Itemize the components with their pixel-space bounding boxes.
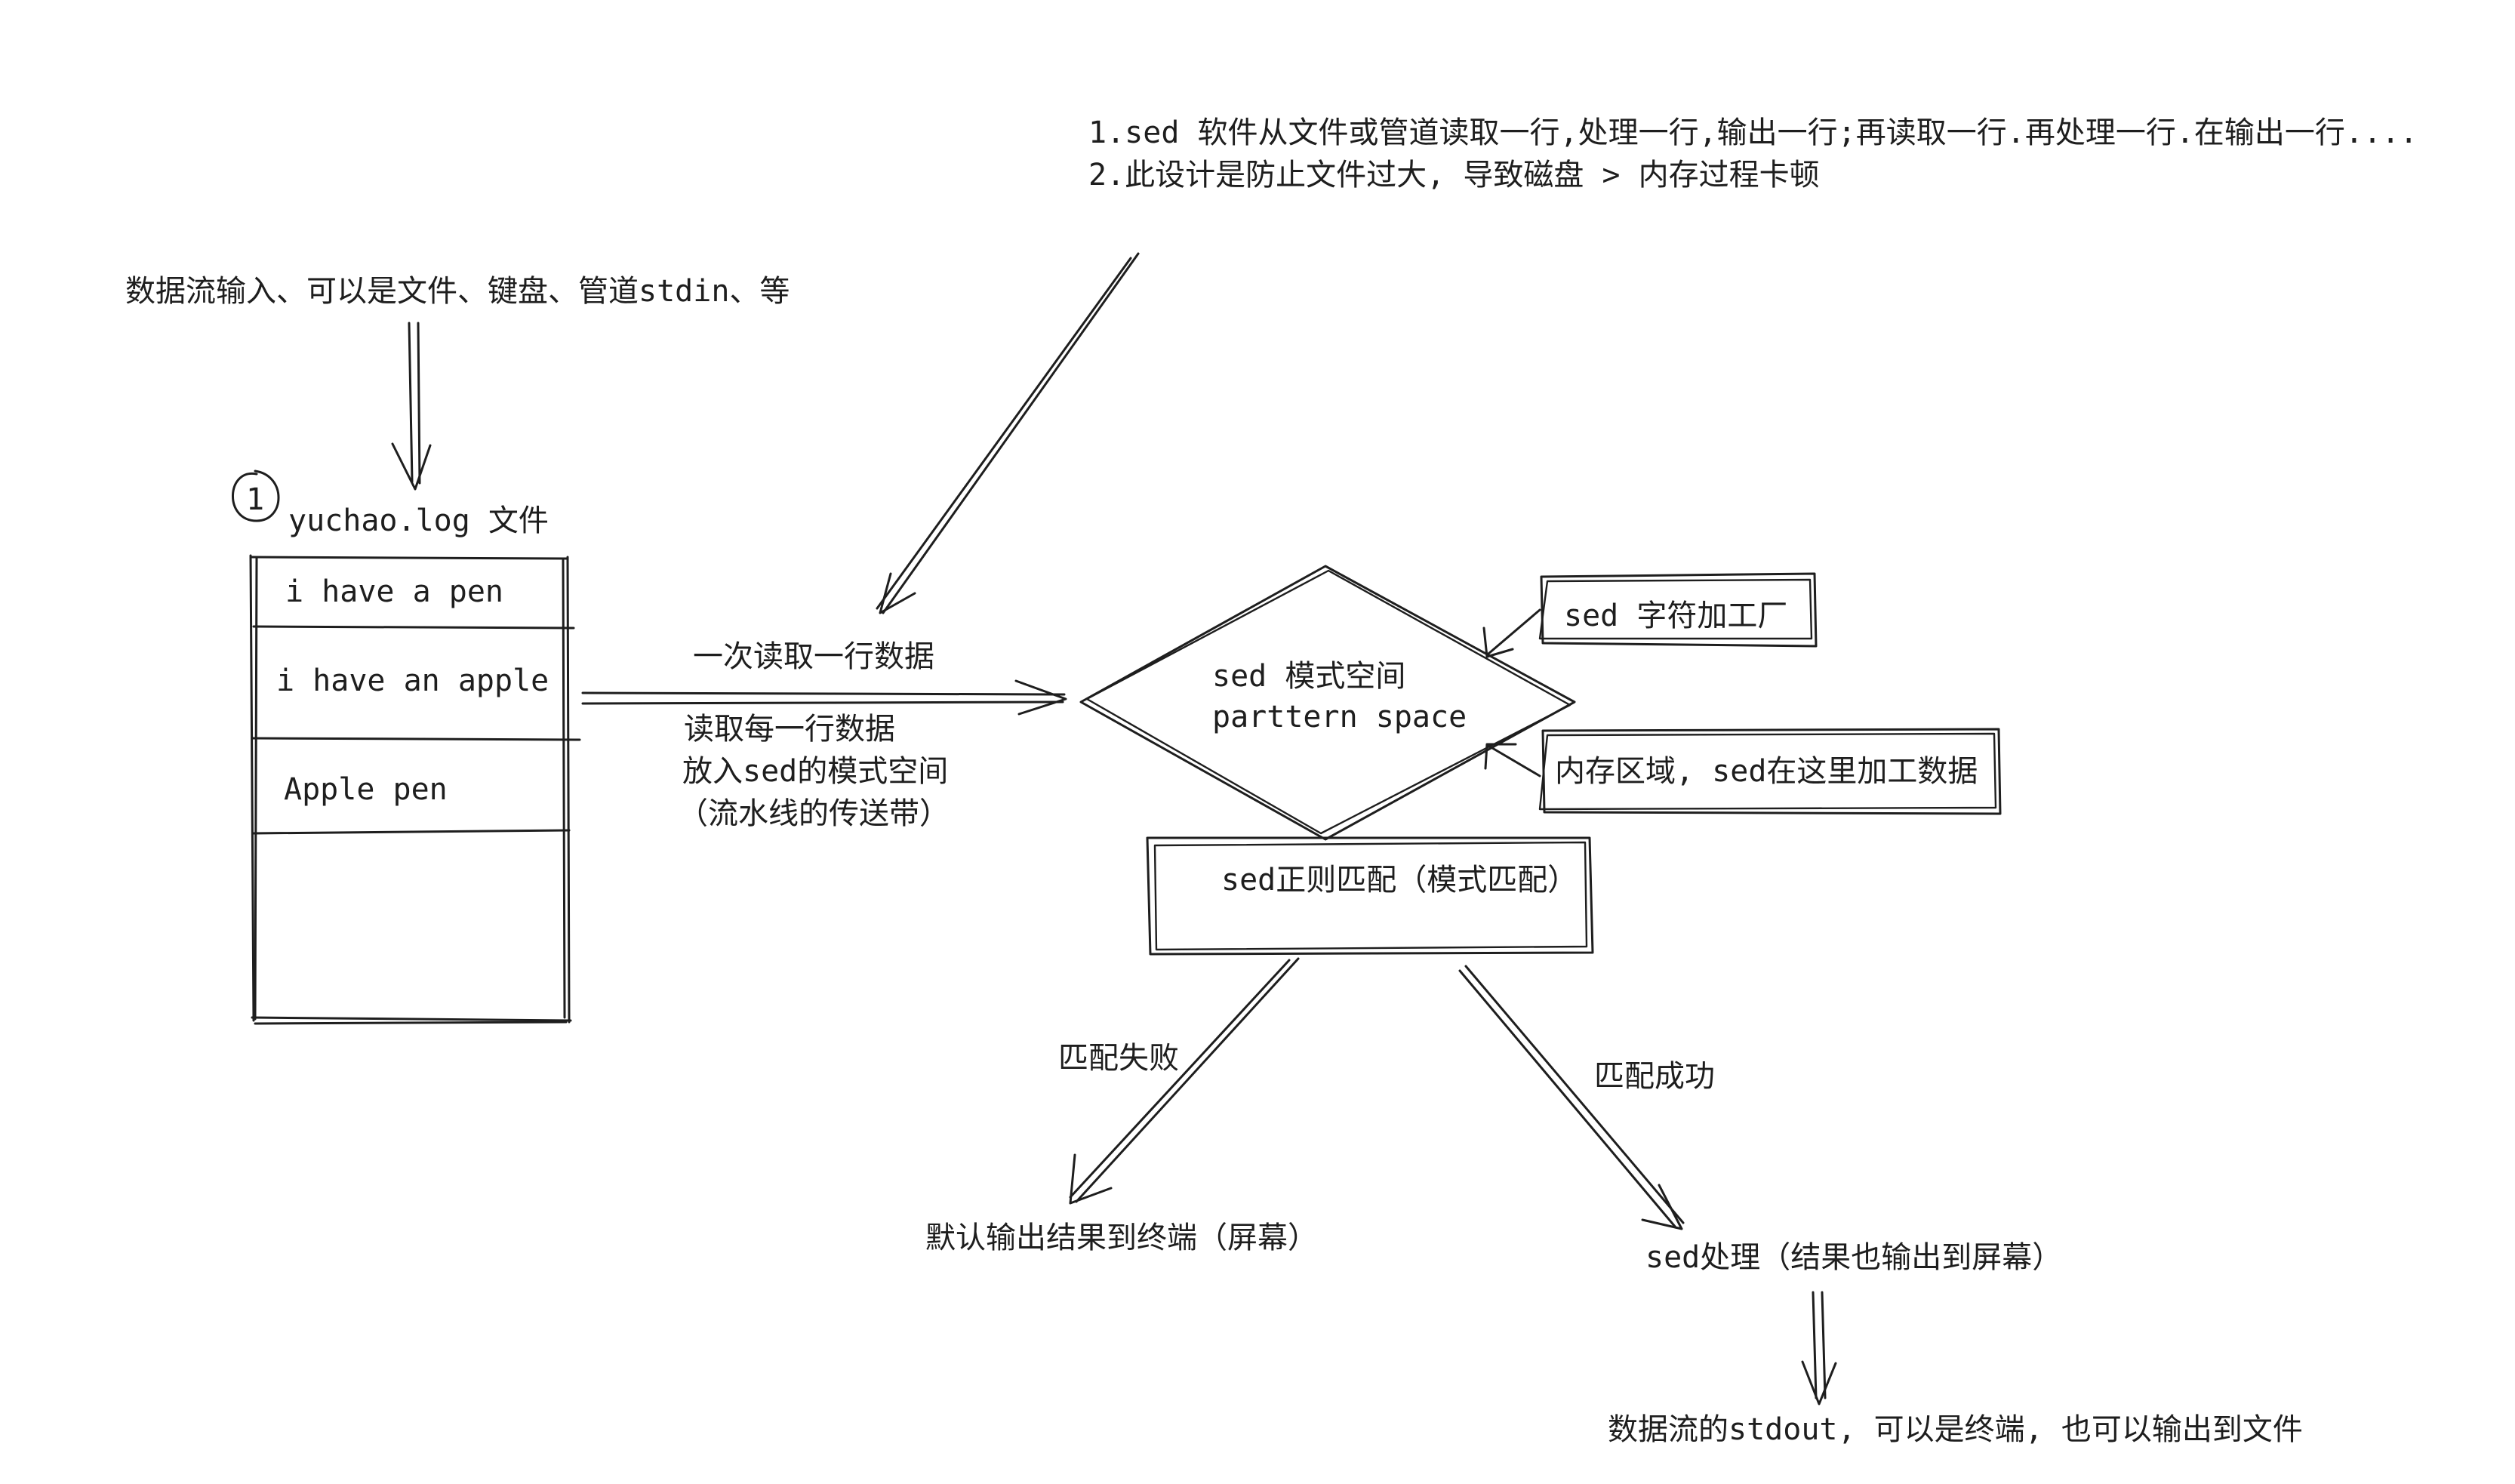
memory-arrow <box>1484 743 1541 777</box>
fail-arrow <box>1069 957 1300 1205</box>
file-title: yuchao.log 文件 <box>288 503 549 538</box>
read-arrow <box>581 679 1067 716</box>
success-result-label: sed处理（结果也输出到屏幕） <box>1645 1240 2063 1275</box>
input-arrow <box>391 322 432 491</box>
factory-arrow <box>1482 608 1541 658</box>
step-number: 1 <box>246 482 265 517</box>
file-line-1: i have a pen <box>285 574 503 609</box>
output-stream-label: 数据流的stdout, 可以是终端, 也可以输出到文件 <box>1608 1412 2303 1447</box>
regex-box-label: sed正则匹配（模式匹配） <box>1221 863 1578 897</box>
success-label: 匹配成功 <box>1594 1059 1715 1094</box>
note-arrow <box>876 252 1140 614</box>
file-line-2: i have an apple <box>276 663 549 698</box>
read-label-bottom-1: 读取每一行数据 <box>684 712 895 747</box>
step-circle <box>232 470 280 522</box>
success-arrow <box>1458 965 1685 1230</box>
read-label-bottom-2: 放入sed的模式空间 <box>682 754 949 789</box>
pattern-space-diamond <box>1079 565 1576 841</box>
pattern-space-line-1: sed 模式空间 <box>1212 659 1406 694</box>
fail-label: 匹配失败 <box>1058 1041 1179 1076</box>
factory-box-outline <box>1538 572 1818 648</box>
file-box <box>249 554 581 1025</box>
fail-result-label: 默认输出结果到终端（屏幕） <box>925 1221 1318 1255</box>
regex-box-outline <box>1146 836 1594 956</box>
memory-box-label: 内存区域, sed在这里加工数据 <box>1555 754 1978 789</box>
read-label-top: 一次读取一行数据 <box>693 639 934 674</box>
file-line-3: Apple pen <box>284 772 448 807</box>
read-label-bottom-3: （流水线的传送带） <box>678 796 950 831</box>
output-arrow <box>1801 1291 1837 1405</box>
note-line-1: 1.sed 软件从文件或管道读取一行,处理一行,输出一行;再读取一行.再处理一行… <box>1088 115 2418 150</box>
note-line-2: 2.此设计是防止文件过大, 导致磁盘 > 内存过程卡顿 <box>1088 158 1820 192</box>
memory-box-outline <box>1538 728 2002 815</box>
factory-box-label: sed 字符加工厂 <box>1564 599 1788 633</box>
pattern-space-line-2: parttern space <box>1212 700 1467 734</box>
input-stream-label: 数据流输入、可以是文件、键盘、管道stdin、等 <box>125 274 790 309</box>
